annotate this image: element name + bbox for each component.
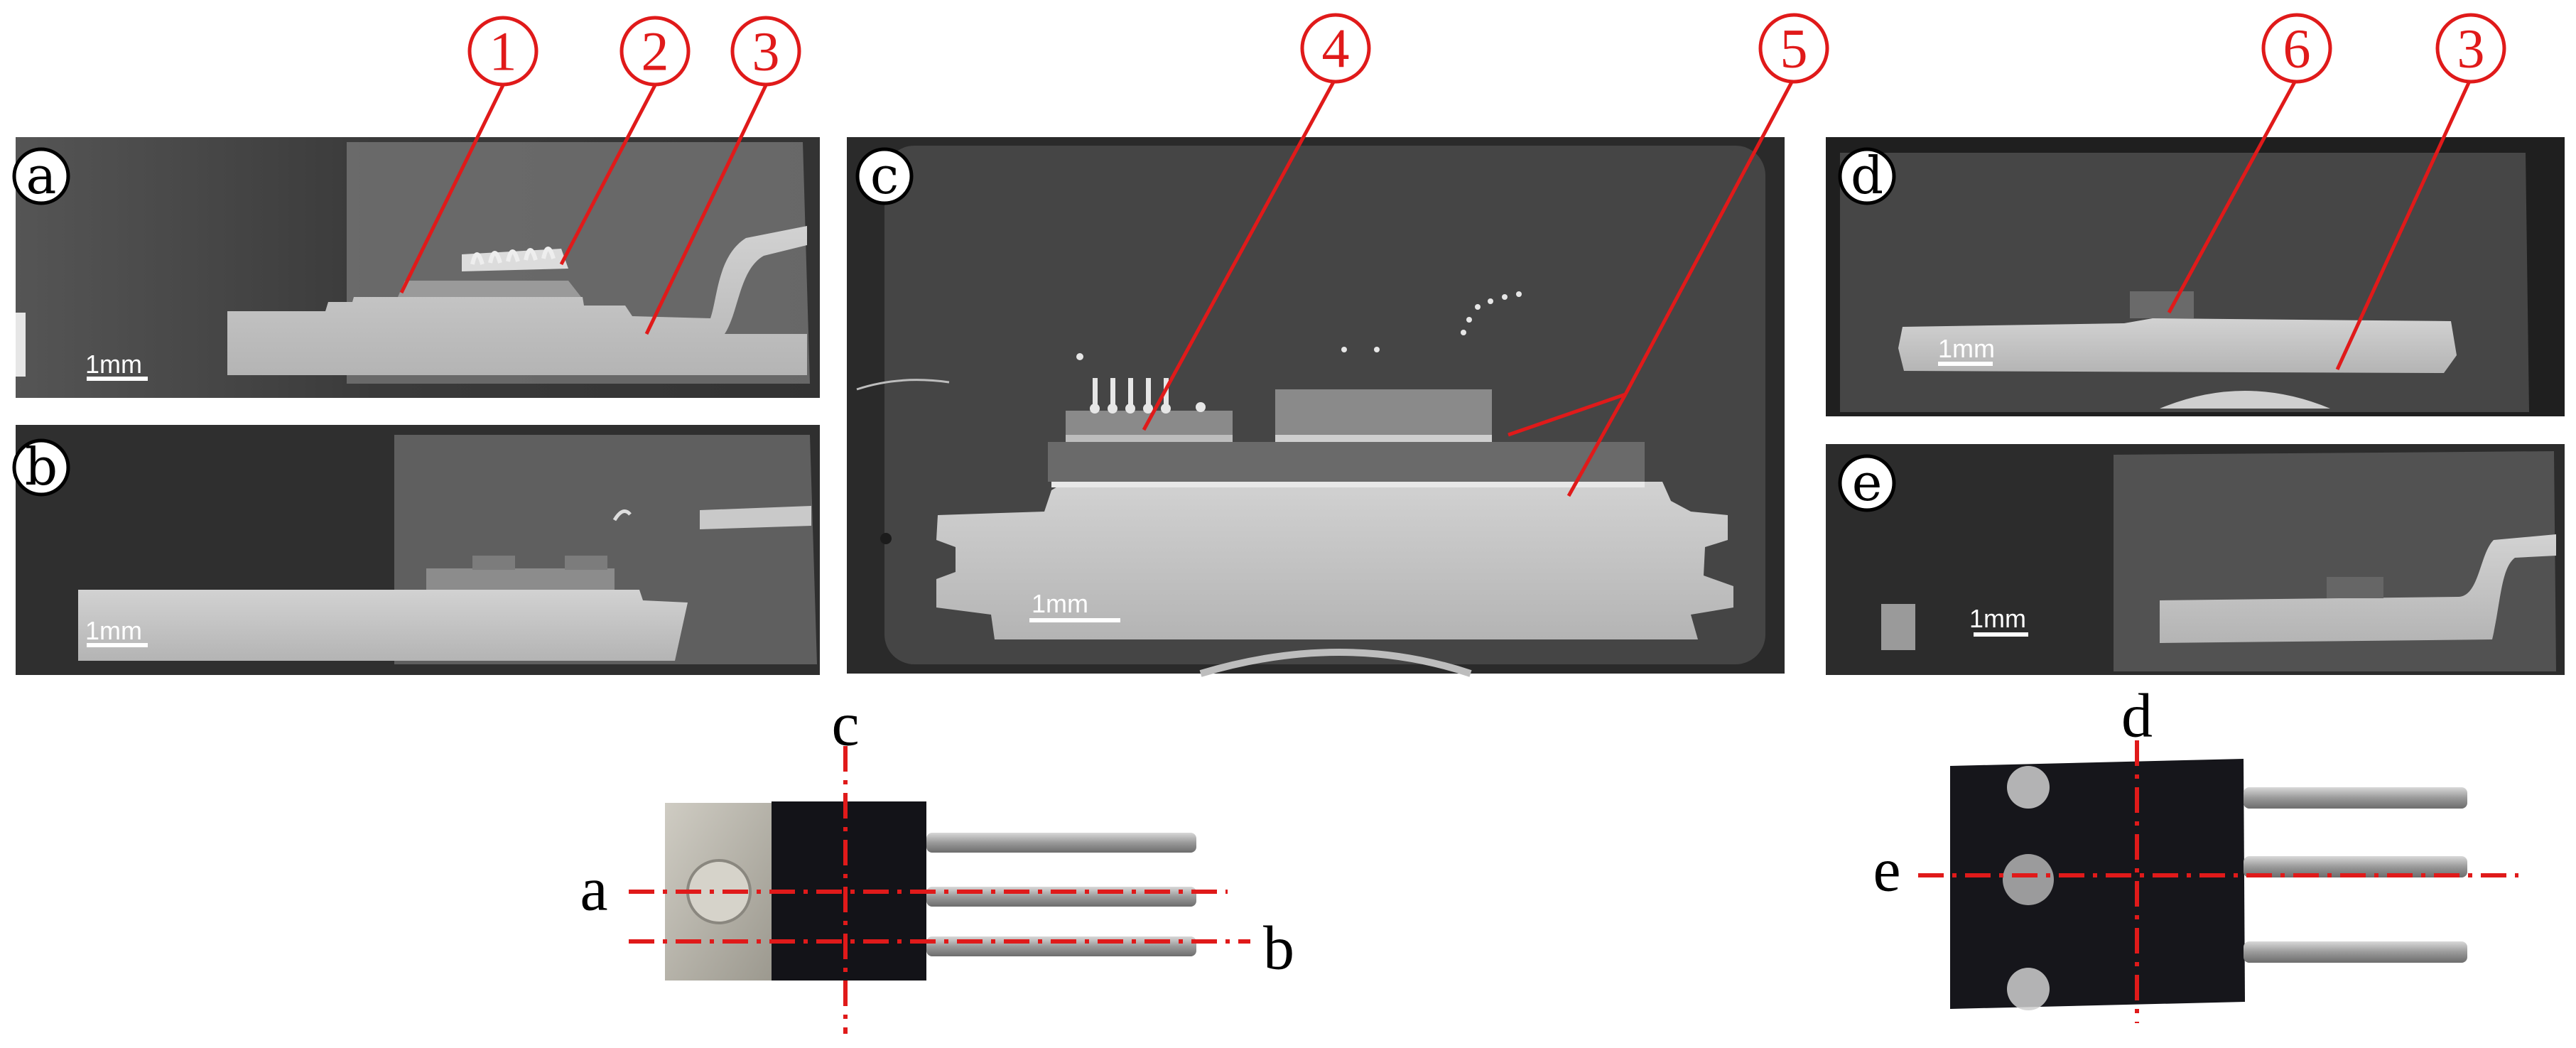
- lead-r3: [2244, 941, 2467, 963]
- callout-3b: 3: [2457, 18, 2485, 80]
- scale-label-e: 1mm: [1969, 604, 2026, 633]
- panel-a: a 1mm: [12, 137, 820, 398]
- cut-lines-right: [1918, 740, 2518, 1023]
- panel-e-badge: [1838, 454, 1896, 512]
- lead-r1: [2244, 787, 2467, 809]
- panel-d-label: d: [1851, 146, 1883, 205]
- cut-label-a: a: [580, 855, 607, 924]
- callout-1: 1: [489, 21, 517, 82]
- scale-label-d: 1mm: [1938, 334, 1995, 363]
- package-right-body: [1950, 759, 2245, 1009]
- callout-6: 6: [2283, 18, 2311, 80]
- callout-2: 2: [642, 21, 669, 82]
- cut-label-d: d: [2121, 682, 2153, 751]
- scale-label-a: 1mm: [85, 350, 142, 379]
- panel-b: b 1mm: [12, 425, 820, 675]
- callout-circles: [467, 13, 2506, 87]
- panel-b-label: b: [25, 437, 58, 497]
- callout-4-leader: [1142, 77, 1338, 431]
- callout-6-leader: [2167, 77, 2299, 314]
- callout-3a-leader: [644, 84, 768, 335]
- callout-3b-leader: [2335, 77, 2473, 371]
- package-left: [665, 801, 1196, 981]
- bond-wire-dots: [1076, 291, 1522, 360]
- panel-c: c 1mm: [847, 137, 1785, 677]
- callout-5-branch-lower: [1566, 393, 1628, 497]
- panel-d: d 1mm: [1826, 137, 2565, 416]
- panel-b-badge: [12, 438, 70, 497]
- cut-label-c: c: [831, 691, 859, 760]
- callouts: [399, 77, 2473, 497]
- panel-d-badge: [1838, 147, 1896, 205]
- cut-label-e: e: [1873, 836, 1900, 905]
- bond-wire-row: [470, 247, 556, 265]
- panel-c-label: c: [870, 146, 899, 205]
- callout-2-leader: [559, 84, 657, 266]
- lead-r2: [2244, 856, 2467, 877]
- panel-c-badge: [855, 147, 914, 205]
- package-right: [1950, 759, 2467, 1010]
- lead-1: [926, 833, 1196, 853]
- cut-lines-left: [629, 746, 1250, 1034]
- bottom-hole-icon: [2007, 968, 2050, 1010]
- scale-label-c: 1mm: [1032, 589, 1088, 618]
- callout-1-leader: [399, 84, 505, 294]
- panel-e-label: e: [1852, 453, 1883, 512]
- callout-4: 4: [1322, 18, 1350, 80]
- scale-label-b: 1mm: [85, 616, 142, 645]
- callout-5-leader: [1623, 77, 1796, 396]
- corner-hole-icon: [2007, 766, 2050, 809]
- callout-5: 5: [1780, 18, 1808, 80]
- panel-a-label: a: [26, 146, 57, 205]
- callout-3a: 3: [752, 21, 780, 82]
- callout-5-branch-upper: [1508, 392, 1626, 437]
- panel-e: e 1mm: [1826, 444, 2565, 675]
- cut-label-b: b: [1263, 914, 1294, 983]
- panel-a-badge: [12, 147, 70, 205]
- center-hole-icon: [2003, 854, 2054, 905]
